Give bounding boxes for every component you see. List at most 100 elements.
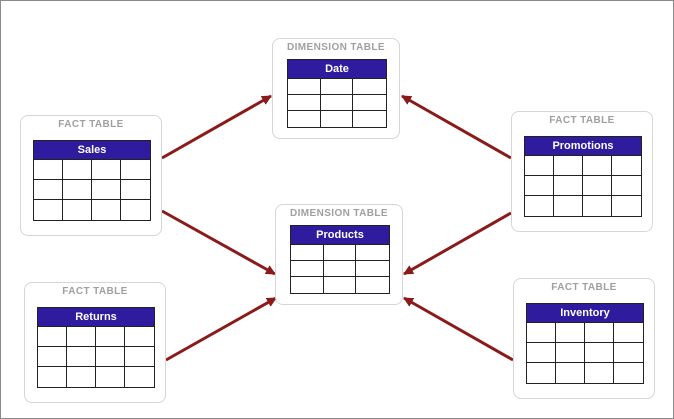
table-cell: [321, 111, 354, 127]
table-cell: [583, 176, 612, 196]
table-cell: [612, 156, 641, 176]
card-type-label: FACT TABLE: [62, 286, 128, 297]
table-cell: [614, 363, 643, 383]
table-cell: [585, 363, 614, 383]
card-type-label: DIMENSION TABLE: [289, 208, 389, 219]
table-grid: [38, 327, 154, 387]
arrow-sales-to-products: [161, 209, 276, 276]
table-cell: [288, 79, 321, 95]
table-cell: [320, 79, 354, 95]
table-name: Sales: [34, 141, 150, 160]
table-cell: [96, 367, 125, 387]
table-cell: [67, 367, 96, 387]
table-grid: [525, 156, 641, 216]
card-returns: FACT TABLE Returns: [24, 282, 166, 403]
card-date: DIMENSION TABLE Date: [272, 38, 400, 139]
table-cell: [288, 95, 321, 111]
table-cell: [585, 323, 614, 343]
arrow-returns-to-products: [165, 296, 277, 362]
arrow-inventory-to-products: [403, 296, 514, 362]
arrow-promotions-to-products: [403, 211, 512, 276]
table-cell: [38, 327, 67, 347]
table-cell: [92, 160, 121, 180]
table-cell: [612, 196, 641, 216]
card-inventory: FACT TABLE Inventory: [513, 278, 655, 399]
table-inventory: Inventory: [526, 303, 644, 384]
table-cell: [291, 261, 324, 277]
table-cell: [125, 327, 154, 347]
card-type-label: FACT TABLE: [551, 282, 617, 293]
card-products: DIMENSION TABLE Products: [275, 204, 403, 305]
card-type-label: FACT TABLE: [58, 119, 124, 130]
table-cell: [554, 196, 583, 216]
table-cell: [554, 176, 583, 196]
card-type-label: FACT TABLE: [549, 115, 615, 126]
table-name: Inventory: [527, 304, 643, 323]
table-cell: [527, 343, 556, 363]
table-cell: [63, 180, 92, 200]
table-cell: [92, 180, 121, 200]
table-cell: [525, 156, 554, 176]
table-cell: [96, 347, 125, 367]
table-cell: [320, 95, 354, 111]
table-cell: [353, 95, 386, 111]
table-cell: [121, 180, 150, 200]
table-cell: [585, 343, 614, 363]
table-cell: [556, 363, 585, 383]
table-cell: [527, 323, 556, 343]
card-promotions: FACT TABLE Promotions: [511, 111, 653, 232]
table-cell: [356, 261, 389, 277]
table-cell: [525, 176, 554, 196]
table-cell: [614, 343, 643, 363]
table-grid: [291, 245, 389, 293]
table-cell: [63, 160, 92, 180]
table-returns: Returns: [37, 307, 155, 388]
table-cell: [353, 79, 386, 95]
arrow-sales-to-date: [161, 94, 272, 160]
table-products: Products: [290, 225, 390, 294]
arrow-promotions-to-date: [401, 94, 512, 160]
table-cell: [67, 347, 96, 367]
table-cell: [291, 277, 324, 293]
table-cell: [583, 196, 612, 216]
table-cell: [323, 261, 357, 277]
table-cell: [125, 367, 154, 387]
card-sales: FACT TABLE Sales: [20, 115, 162, 236]
table-cell: [612, 176, 641, 196]
table-cell: [96, 327, 125, 347]
table-cell: [554, 156, 583, 176]
table-cell: [34, 180, 63, 200]
table-name: Products: [291, 226, 389, 245]
table-grid: [34, 160, 150, 220]
table-cell: [121, 160, 150, 180]
table-promotions: Promotions: [524, 136, 642, 217]
table-cell: [34, 160, 63, 180]
table-cell: [323, 245, 357, 261]
table-grid: [527, 323, 643, 383]
table-cell: [288, 111, 321, 127]
table-name: Date: [288, 60, 386, 79]
table-sales: Sales: [33, 140, 151, 221]
table-cell: [38, 367, 67, 387]
table-cell: [324, 277, 357, 293]
table-cell: [67, 327, 96, 347]
table-cell: [527, 363, 556, 383]
table-cell: [583, 156, 612, 176]
table-cell: [63, 200, 92, 220]
table-cell: [525, 196, 554, 216]
table-grid: [288, 79, 386, 127]
table-cell: [38, 347, 67, 367]
table-cell: [291, 245, 324, 261]
table-cell: [614, 323, 643, 343]
table-cell: [121, 200, 150, 220]
table-cell: [34, 200, 63, 220]
table-cell: [92, 200, 121, 220]
table-cell: [353, 111, 386, 127]
table-cell: [125, 347, 154, 367]
table-date: Date: [287, 59, 387, 128]
card-type-label: DIMENSION TABLE: [286, 42, 386, 53]
table-cell: [356, 245, 389, 261]
table-name: Promotions: [525, 137, 641, 156]
